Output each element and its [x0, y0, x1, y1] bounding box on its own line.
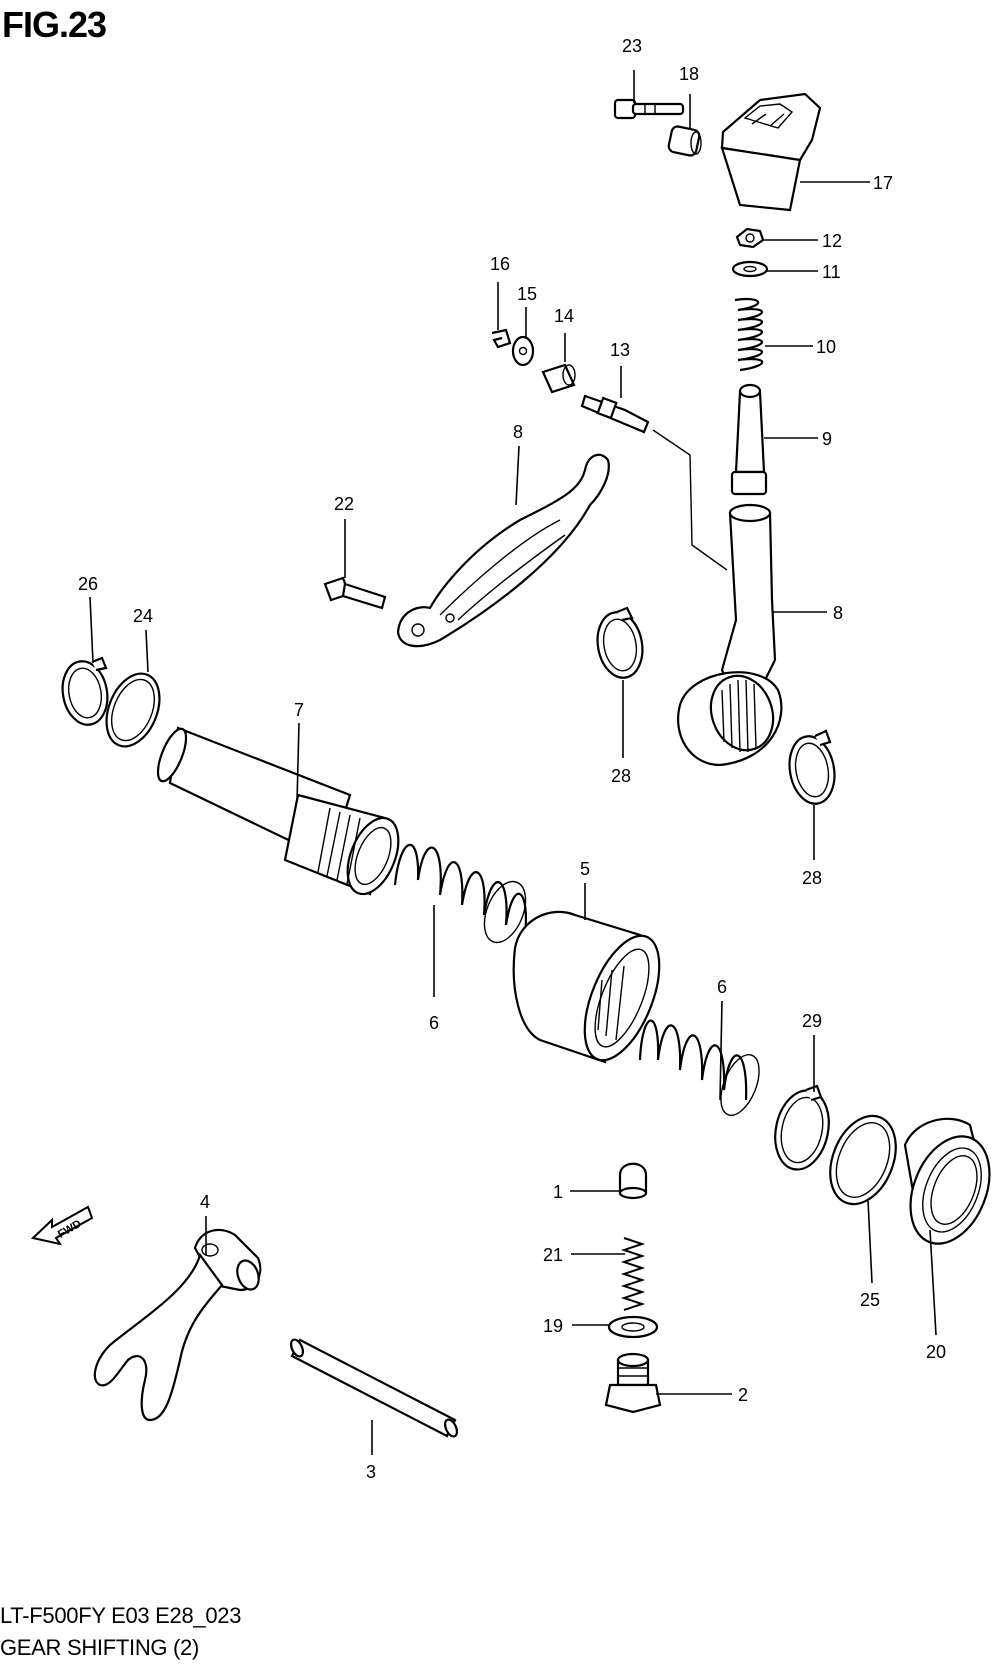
- part-24-bolt: [613, 98, 685, 120]
- callout-1: 1: [553, 1182, 563, 1202]
- part-13-nut: [735, 227, 765, 249]
- callout-7: 7: [294, 700, 304, 720]
- callout-2: 2: [738, 1385, 748, 1405]
- callout-6-upper: 6: [429, 1013, 439, 1033]
- part-20-washer: [607, 1315, 659, 1339]
- part-16-washer: [511, 335, 535, 367]
- assembly-guide-line: [652, 429, 728, 571]
- callout-23: 22: [334, 494, 354, 514]
- fwd-label: FWD: [56, 1218, 84, 1241]
- part-25-washer: [105, 672, 161, 748]
- part-5-sleeve: [512, 910, 661, 1064]
- callout-10: 9: [822, 429, 832, 449]
- part-28-circlip-upper: [596, 606, 644, 679]
- callout-16: 15: [517, 284, 537, 304]
- part-26-washer: [829, 1114, 897, 1206]
- figure-caption: GEAR SHIFTING (2): [0, 1635, 200, 1660]
- callout-9: 8: [833, 603, 843, 623]
- part-23-bolt: [323, 576, 387, 610]
- part-14-pin: [580, 394, 650, 434]
- callout-22: 21: [543, 1245, 563, 1265]
- part-28-circlip-lower: [788, 729, 836, 805]
- model-code: LT-F500FY E03 E28_023: [0, 1603, 242, 1628]
- callout-21: 20: [926, 1342, 946, 1362]
- part-22-spring: [620, 1237, 646, 1311]
- part-27-circlip: [61, 656, 109, 726]
- part-1-cap: [618, 1162, 648, 1200]
- callout-25: 24: [133, 606, 153, 626]
- figure-title: FIG.23: [2, 4, 107, 45]
- part-19-collar: [667, 125, 702, 157]
- callout-19: 18: [679, 64, 699, 84]
- part-21-bearing: [903, 1117, 991, 1245]
- part-29-circlip: [774, 1084, 830, 1171]
- part-4-shift-fork: [93, 1228, 262, 1422]
- callout-3: 3: [366, 1462, 376, 1482]
- callout-15: 14: [554, 306, 574, 326]
- fwd-arrow-icon: FWD: [30, 1205, 94, 1246]
- part-9-shift-lever: [677, 503, 783, 767]
- part-7-shaft: [156, 726, 400, 896]
- callout-eight: 8: [513, 422, 523, 442]
- callout-6-lower: 6: [717, 977, 727, 997]
- callout-29: 29: [802, 1011, 822, 1031]
- callout-17: 16: [490, 254, 510, 274]
- callout-28-upper: 28: [611, 766, 631, 786]
- part-12-washer: [731, 260, 769, 278]
- callout-28-lower: 28: [802, 868, 822, 888]
- part-18-lever-cap: [720, 92, 822, 212]
- part-8-shift-arm: [396, 453, 610, 648]
- callout-12: 11: [822, 262, 841, 282]
- part-11-spring: [734, 297, 764, 372]
- callout-11: 10: [816, 337, 836, 357]
- part-17-clip: [491, 328, 512, 349]
- callout-26: 25: [860, 1290, 880, 1310]
- part-15-collar: [541, 363, 576, 394]
- part-2-plug: [604, 1352, 662, 1414]
- part-3-rod: [289, 1338, 459, 1438]
- part-6-spring-lower: [638, 1019, 760, 1116]
- callout-13: 12: [822, 231, 842, 251]
- callout-labels: 23 18 17 12 11 10 9 8 16 15 14 13 8 22 2…: [78, 36, 946, 1482]
- part-10-shaft: [730, 383, 768, 496]
- callout-14: 13: [610, 340, 630, 360]
- callout-4: 4: [200, 1192, 210, 1212]
- callout-27: 26: [78, 574, 98, 594]
- leader-lines: [89, 70, 937, 1455]
- callout-18: 17: [873, 173, 893, 193]
- callout-24: 23: [622, 36, 642, 56]
- callout-20: 19: [543, 1316, 563, 1336]
- part-6-spring-upper: [393, 843, 527, 944]
- callout-5: 5: [580, 859, 590, 879]
